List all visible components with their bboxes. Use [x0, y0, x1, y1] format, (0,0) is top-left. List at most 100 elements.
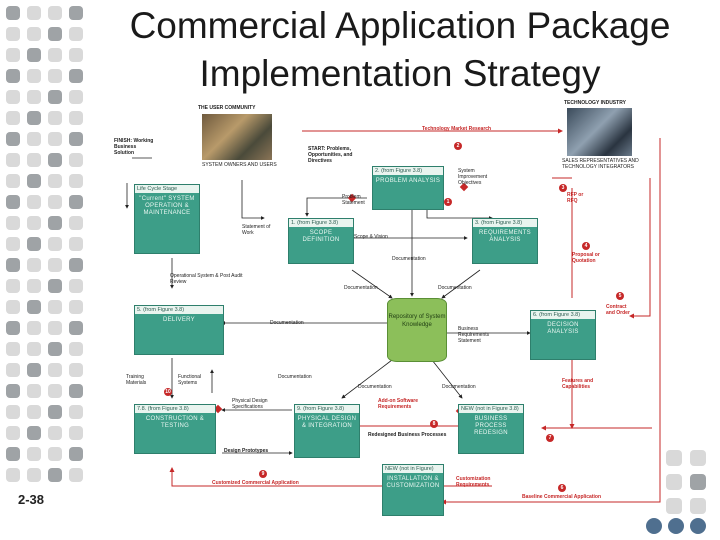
decorative-dot	[69, 90, 83, 104]
decorative-dot	[6, 90, 20, 104]
decorative-dot	[69, 279, 83, 293]
label-rfp-rfq: RFP or RFQ	[567, 192, 584, 204]
step-number-3: 3	[559, 184, 567, 192]
user-community-photo	[202, 114, 272, 160]
delivery-box: 5. (from Figure 3.8) DELIVERY	[134, 305, 224, 355]
decorative-dot	[6, 132, 20, 146]
label-tech-market-research: Technology Market Research	[422, 126, 492, 132]
label-documentation-lower-mid: Documentation	[358, 384, 392, 390]
delivery-header: 5. (from Figure 3.8)	[135, 306, 223, 314]
decorative-dot	[6, 321, 20, 335]
decorative-dot	[27, 132, 41, 146]
decorative-dot	[27, 300, 41, 314]
decorative-dot	[48, 27, 62, 41]
decorative-dot	[69, 27, 83, 41]
strategy-diagram: THE USER COMMUNITY SYSTEM OWNERS AND USE…	[112, 98, 664, 518]
label-statement-of-work: Statement of Work	[242, 224, 271, 236]
decorative-dot	[27, 363, 41, 377]
decorative-dot	[6, 6, 20, 20]
label-baseline-app: Baseline Commercial Application	[522, 494, 602, 500]
decorative-dot	[48, 300, 62, 314]
label-documentation-left: Documentation	[344, 285, 378, 291]
decorative-dot	[48, 6, 62, 20]
decorative-dot	[6, 405, 20, 419]
physical-design-box: 9. (from Figure 3.8) PHYSICAL DESIGN & I…	[294, 404, 360, 458]
construction-text: CONSTRUCTION & TESTING	[145, 416, 205, 429]
label-user-community: THE USER COMMUNITY	[198, 105, 256, 111]
label-op-system: Operational System & Post Audit Review	[170, 273, 243, 285]
label-add-on: Add-on Software Requirements	[378, 398, 418, 410]
step-number-8: 8	[430, 420, 438, 428]
slide-title: Commercial Application Package Implement…	[100, 2, 700, 98]
decision-header: 6. (from Figure 3.8)	[531, 311, 595, 319]
decorative-dot	[6, 195, 20, 209]
scope-text: SCOPE DEFINITION	[302, 230, 340, 243]
decorative-dot	[48, 342, 62, 356]
requirements-text: REQUIREMENTS ANALYSIS	[479, 230, 531, 243]
label-documentation-top: Documentation	[392, 256, 426, 262]
decorative-dot	[27, 447, 41, 461]
decorative-dot-column	[0, 0, 100, 540]
label-scope-vision: Scope & Vision	[354, 234, 388, 240]
label-functional: Functional Systems	[178, 374, 202, 386]
decorative-dot	[27, 111, 41, 125]
decorative-dot	[48, 216, 62, 230]
decorative-dot	[6, 174, 20, 188]
technology-industry-photo	[567, 108, 632, 156]
decorative-dot	[27, 342, 41, 356]
decorative-dot	[668, 518, 684, 534]
label-documentation-lower: Documentation	[278, 374, 312, 380]
decorative-dot	[48, 132, 62, 146]
decorative-dot	[48, 69, 62, 83]
step-number-10: 10	[164, 388, 172, 396]
decorative-dot	[69, 468, 83, 482]
decision-analysis-box: 6. (from Figure 3.8) DECISION ANALYSIS	[530, 310, 596, 360]
decorative-dot	[69, 342, 83, 356]
construction-header: 7.8. (from Figure 3.8)	[135, 405, 215, 413]
decorative-dot	[27, 237, 41, 251]
label-technology-industry: TECHNOLOGY INDUSTRY	[564, 100, 626, 106]
decorative-dot	[6, 69, 20, 83]
decorative-dot	[6, 237, 20, 251]
decorative-dot	[69, 48, 83, 62]
label-sales-reps: SALES REPRESENTATIVES AND TECHNOLOGY INT…	[562, 158, 639, 170]
decorative-dot	[48, 237, 62, 251]
decorative-dot	[48, 258, 62, 272]
decorative-dot	[27, 48, 41, 62]
lifecycle-stage-header: Life Cycle Stage	[135, 185, 199, 193]
step-number-1: 1	[444, 198, 452, 206]
decorative-dot	[6, 363, 20, 377]
decorative-dot	[48, 405, 62, 419]
bpr-header: NEW (not in Figure 3.8)	[459, 405, 523, 413]
decorative-dot	[6, 342, 20, 356]
decorative-dot	[6, 468, 20, 482]
decorative-dot	[69, 426, 83, 440]
decorative-dot	[69, 174, 83, 188]
current-operation-box: Life Cycle Stage "Current" SYSTEM OPERAT…	[134, 184, 200, 254]
scope-definition-box: 1. (from Figure 3.8) SCOPE DEFINITION	[288, 218, 354, 264]
decorative-dot	[6, 384, 20, 398]
decorative-dot	[27, 153, 41, 167]
decorative-dot	[27, 90, 41, 104]
decorative-dot	[48, 195, 62, 209]
decorative-dot	[69, 321, 83, 335]
decorative-dot	[48, 48, 62, 62]
label-training: Training Materials	[126, 374, 147, 386]
decorative-dot	[69, 111, 83, 125]
install-header: NEW (not in Figure)	[383, 465, 443, 473]
title-line-2: Implementation Strategy	[199, 53, 601, 94]
scope-header: 1. (from Figure 3.8)	[289, 219, 353, 227]
decorative-dot	[6, 27, 20, 41]
decorative-dot	[69, 384, 83, 398]
decorative-dot	[690, 450, 706, 466]
decorative-dot	[6, 258, 20, 272]
decorative-dot	[48, 153, 62, 167]
decorative-dot	[27, 426, 41, 440]
decorative-dot	[48, 426, 62, 440]
repository-text: Repository of System Knowledge	[388, 314, 446, 328]
step-number-2: 2	[454, 142, 462, 150]
decorative-dot	[690, 498, 706, 514]
decorative-dot	[27, 6, 41, 20]
problem-analysis-text: PROBLEM ANALYSIS	[375, 178, 441, 184]
decorative-dot	[69, 153, 83, 167]
